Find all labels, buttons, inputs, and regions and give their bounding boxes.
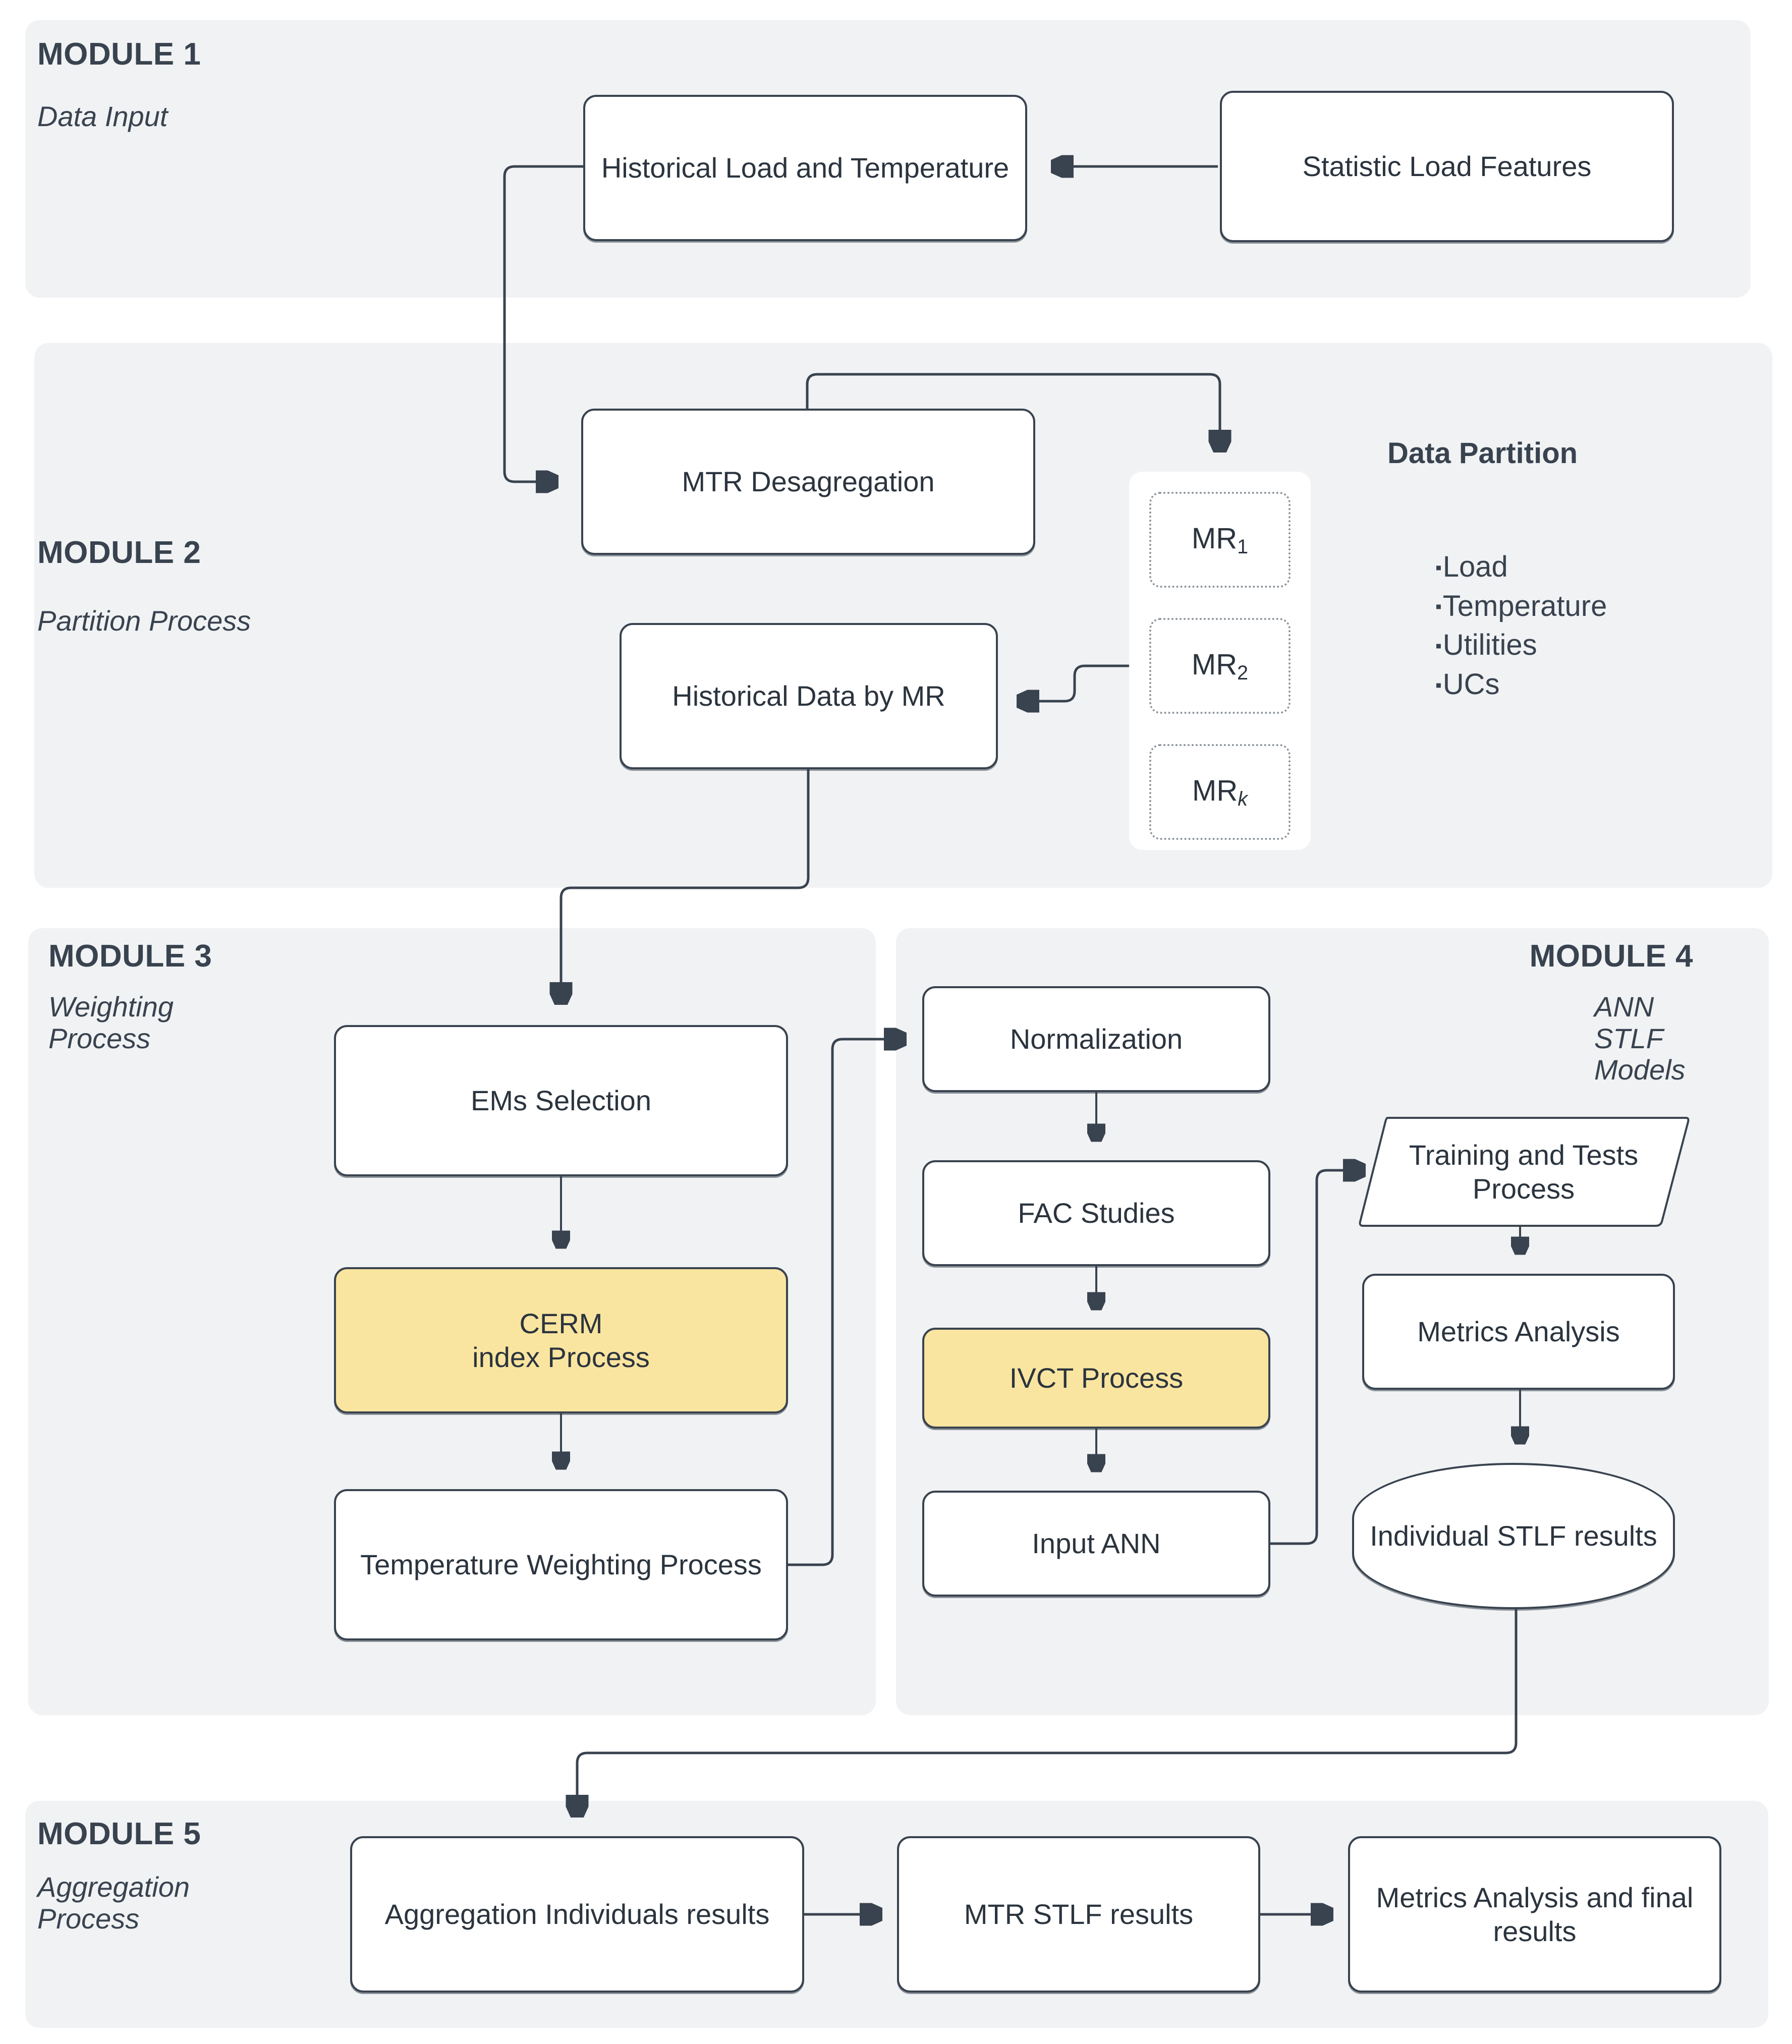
node-mtr-desagregation[interactable]: MTR Desagregation [581, 409, 1035, 555]
node-aggregation-individuals-results[interactable]: Aggregation Individuals results [350, 1836, 804, 1993]
node-normalization[interactable]: Normalization [922, 986, 1270, 1092]
mr-box-2-label: MR2 [1191, 648, 1249, 684]
list-item-load: ▪Load [1435, 550, 1508, 583]
data-partition-list: ▪Load ▪Temperature ▪Utilities ▪UCs [1435, 547, 1607, 704]
parallelogram-shape [1359, 1117, 1690, 1227]
bullet-icon: ▪ [1435, 635, 1442, 656]
node-historical-data-by-mr[interactable]: Historical Data by MR [620, 623, 998, 769]
module-2-title: MODULE 2 [37, 535, 201, 570]
node-metrics-analysis-final-results[interactable]: Metrics Analysis and final results [1348, 1836, 1721, 1993]
node-mtr-stlf-results[interactable]: MTR STLF results [897, 1836, 1260, 1993]
mr-box-2[interactable]: MR2 [1149, 618, 1291, 714]
node-ivct-process[interactable]: IVCT Process [922, 1328, 1270, 1429]
node-metrics-analysis[interactable]: Metrics Analysis [1362, 1274, 1675, 1390]
module-5-title: MODULE 5 [37, 1816, 201, 1851]
module-1-title: MODULE 1 [37, 37, 201, 72]
module-3-title: MODULE 3 [48, 939, 212, 974]
list-item-temperature: ▪Temperature [1435, 589, 1607, 622]
node-statistic-load-features[interactable]: Statistic Load Features [1220, 91, 1674, 242]
module-4-subtitle: ANN STLF Models [1594, 991, 1686, 1086]
mr-box-1-label: MR1 [1191, 522, 1249, 558]
node-cerm-index-process[interactable]: CERM index Process [334, 1267, 788, 1413]
node-temperature-weighting-process[interactable]: Temperature Weighting Process [334, 1489, 788, 1640]
list-item-utilities: ▪Utilities [1435, 629, 1537, 662]
mr-group-panel [1129, 472, 1311, 850]
mr-box-k-label: MRk [1192, 774, 1248, 810]
data-partition-title: Data Partition [1387, 437, 1578, 470]
module-1-subtitle: Data Input [37, 100, 168, 132]
mr-box-k[interactable]: MRk [1149, 744, 1291, 840]
module-5-subtitle: Aggregation Process [37, 1871, 190, 1935]
list-item-ucs: ▪UCs [1435, 668, 1500, 701]
node-historical-load-temperature[interactable]: Historical Load and Temperature [583, 95, 1027, 241]
module-2-subtitle: Partition Process [37, 605, 251, 637]
node-ems-selection[interactable]: EMs Selection [334, 1025, 788, 1176]
bullet-icon: ▪ [1435, 556, 1442, 578]
module-3-subtitle: Weighting Process [48, 991, 174, 1054]
node-individual-stlf-results[interactable]: Individual STLF results [1352, 1463, 1675, 1609]
training-tests-label: Training and Tests Process [1409, 1139, 1639, 1205]
bullet-icon: ▪ [1435, 596, 1442, 617]
node-training-and-tests-process[interactable]: Training and Tests Process [1357, 1114, 1690, 1230]
module-4-title: MODULE 4 [1529, 939, 1693, 974]
node-input-ann[interactable]: Input ANN [922, 1491, 1270, 1597]
node-fac-studies[interactable]: FAC Studies [922, 1160, 1270, 1266]
mr-box-1[interactable]: MR1 [1149, 492, 1291, 588]
bullet-icon: ▪ [1435, 674, 1442, 695]
